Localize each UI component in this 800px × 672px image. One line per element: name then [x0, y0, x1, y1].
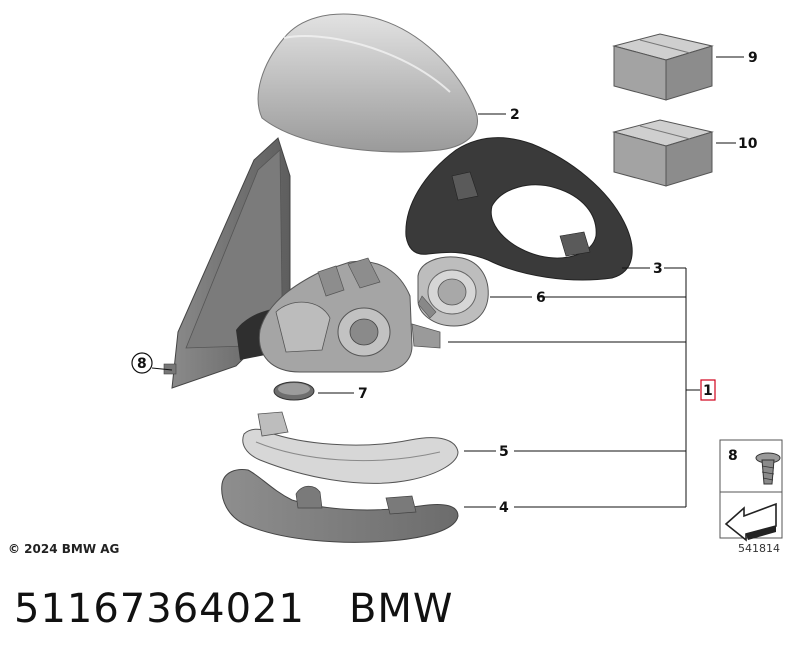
callout-8: 8 [137, 356, 147, 372]
part-caption: 51167364021 BMW [14, 586, 453, 632]
callout-7: 7 [358, 386, 368, 402]
legend-arrow-box [719, 491, 783, 542]
callout-2: 2 [510, 107, 520, 123]
callout-4: 4 [499, 500, 509, 516]
arrow-icon [724, 502, 777, 542]
part-number: 51167364021 [14, 586, 305, 632]
callout-1-highlight: 1 [700, 379, 716, 401]
callout-5: 5 [499, 444, 509, 460]
screw-icon [755, 452, 781, 485]
callout-9: 9 [748, 50, 758, 66]
copyright-text: © 2024 BMW AG [8, 542, 120, 556]
small-cap-part [273, 381, 315, 401]
mirror-carrier-part [405, 137, 633, 281]
turn-signal-part [242, 411, 459, 484]
callout-6: 6 [536, 290, 546, 306]
exploded-mirror-diagram: 2 9 10 3 6 7 5 4 1 8 8 541814 [131, 13, 783, 555]
mirror-actuator-part [258, 257, 441, 373]
legend-ref-number: 541814 [738, 542, 780, 555]
legend-screw-box: 8 [719, 439, 783, 493]
callout-3: 3 [653, 261, 663, 277]
mirror-cover-part [257, 13, 478, 153]
callout-10: 10 [738, 136, 758, 152]
brand-name: BMW [348, 586, 454, 632]
callout-1: 1 [703, 383, 713, 399]
leader-lines [151, 56, 744, 508]
legend-item-number: 8 [728, 448, 738, 464]
kit-box-9 [612, 33, 714, 101]
kit-box-10 [612, 119, 714, 187]
callout-8-circle: 8 [131, 352, 153, 374]
mirror-motor-part [417, 256, 489, 327]
lower-trim-part [221, 469, 459, 543]
